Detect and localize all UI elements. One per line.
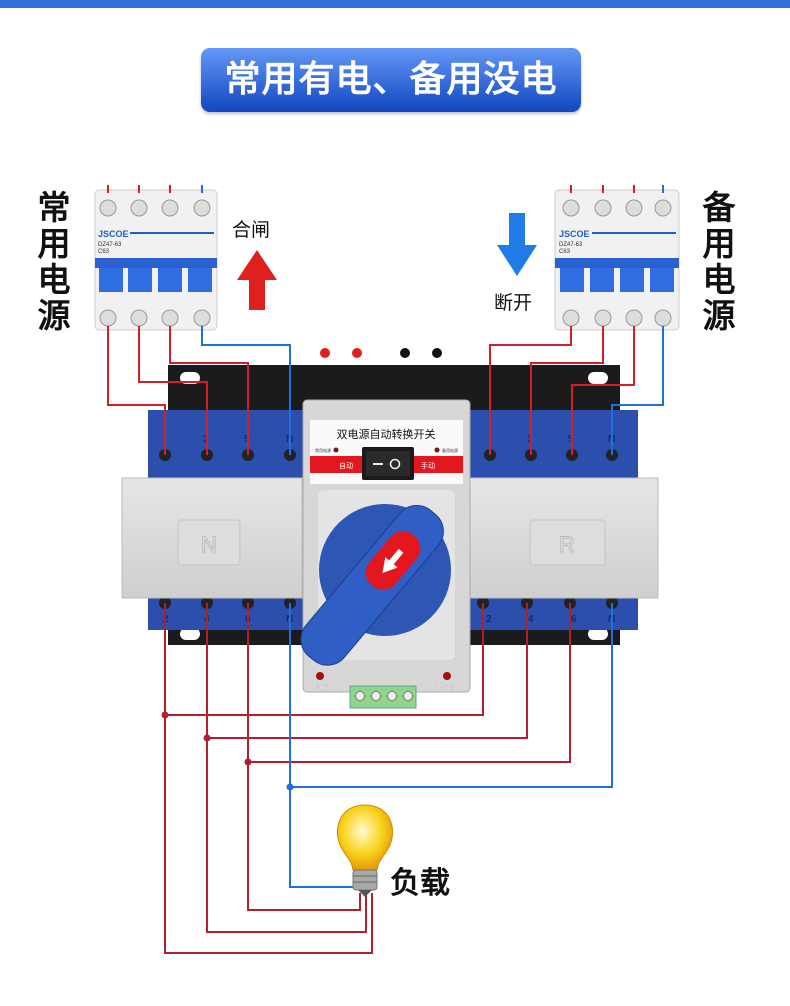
svg-text:JSCOE: JSCOE — [559, 229, 590, 239]
page-title: 常用有电、备用没电 — [201, 48, 581, 112]
svg-text:双电源自动转换开关: 双电源自动转换开关 — [337, 427, 436, 441]
light-bulb-icon — [336, 804, 394, 897]
primary-source-label: 常用电源 — [37, 188, 71, 335]
wires — [107, 326, 664, 954]
svg-text:6: 6 — [571, 614, 577, 625]
svg-text:自动: 自动 — [339, 461, 353, 470]
junction-dots — [161, 711, 294, 791]
svg-text:DZ47-63: DZ47-63 — [98, 242, 122, 248]
svg-text:2: 2 — [486, 614, 492, 625]
close-label: 合闸 — [232, 219, 271, 241]
svg-text:R: R — [559, 532, 575, 557]
svg-text:DZ47-63: DZ47-63 — [559, 242, 583, 248]
top-stripe — [0, 0, 790, 8]
svg-text:N: N — [201, 532, 217, 557]
svg-text:C63: C63 — [98, 249, 110, 255]
close-arrow-up-icon — [237, 250, 277, 310]
svg-text:常用电源: 常用电源 — [315, 447, 331, 453]
svg-text:备用电源: 备用电源 — [442, 447, 458, 453]
svg-text:JSCOE: JSCOE — [98, 229, 129, 239]
svg-text:C63: C63 — [559, 249, 571, 255]
supply-stubs — [107, 185, 664, 193]
svg-text:Ron: Ron — [437, 682, 455, 693]
load-label: 负载 — [390, 866, 450, 901]
indicator-dots — [320, 348, 442, 358]
backup-source-label: 备用电源 — [702, 188, 736, 335]
backup-breaker: JSCOE DZ47-63 C63 — [554, 189, 680, 331]
open-arrow-down-icon — [497, 213, 537, 276]
svg-text:Non: Non — [312, 682, 330, 693]
svg-text:手动: 手动 — [421, 461, 435, 470]
primary-breaker: JSCOE DZ47-63 C63 — [94, 189, 218, 331]
svg-text:4: 4 — [528, 614, 534, 625]
open-label: 断开 — [494, 292, 533, 314]
